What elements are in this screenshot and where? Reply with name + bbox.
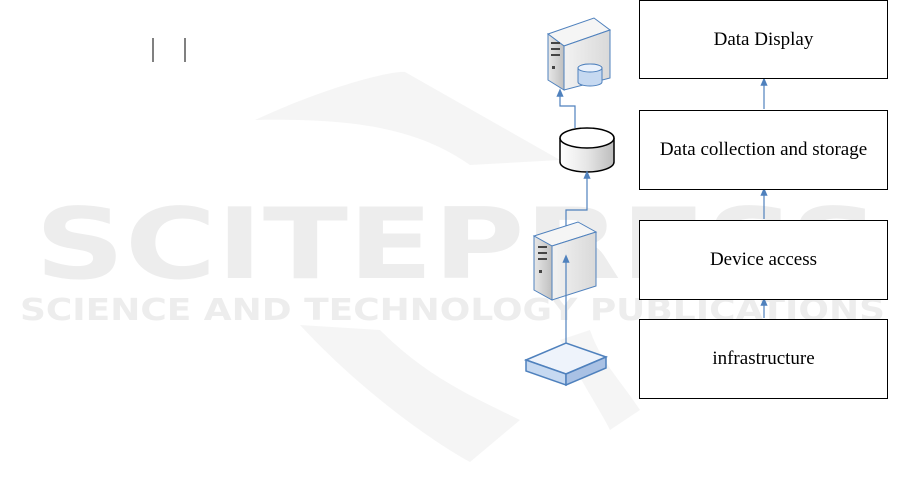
server-icon	[534, 222, 596, 300]
layer-box-data-display: Data Display	[639, 0, 888, 79]
layer-box-data-collection-storage: Data collection and storage	[639, 110, 888, 190]
layer-label-device-access: Device access	[710, 249, 817, 271]
server-with-database-icon	[548, 18, 610, 90]
layer-box-device-access: Device access	[639, 220, 888, 300]
connector-database-to-top-server	[560, 92, 575, 128]
layer-label-data-display: Data Display	[714, 29, 814, 51]
layer-label-infrastructure: infrastructure	[712, 348, 814, 370]
database-cylinder-icon	[560, 128, 614, 172]
layer-box-infrastructure: infrastructure	[639, 319, 888, 399]
layer-label-data-collection-storage: Data collection and storage	[660, 139, 867, 161]
